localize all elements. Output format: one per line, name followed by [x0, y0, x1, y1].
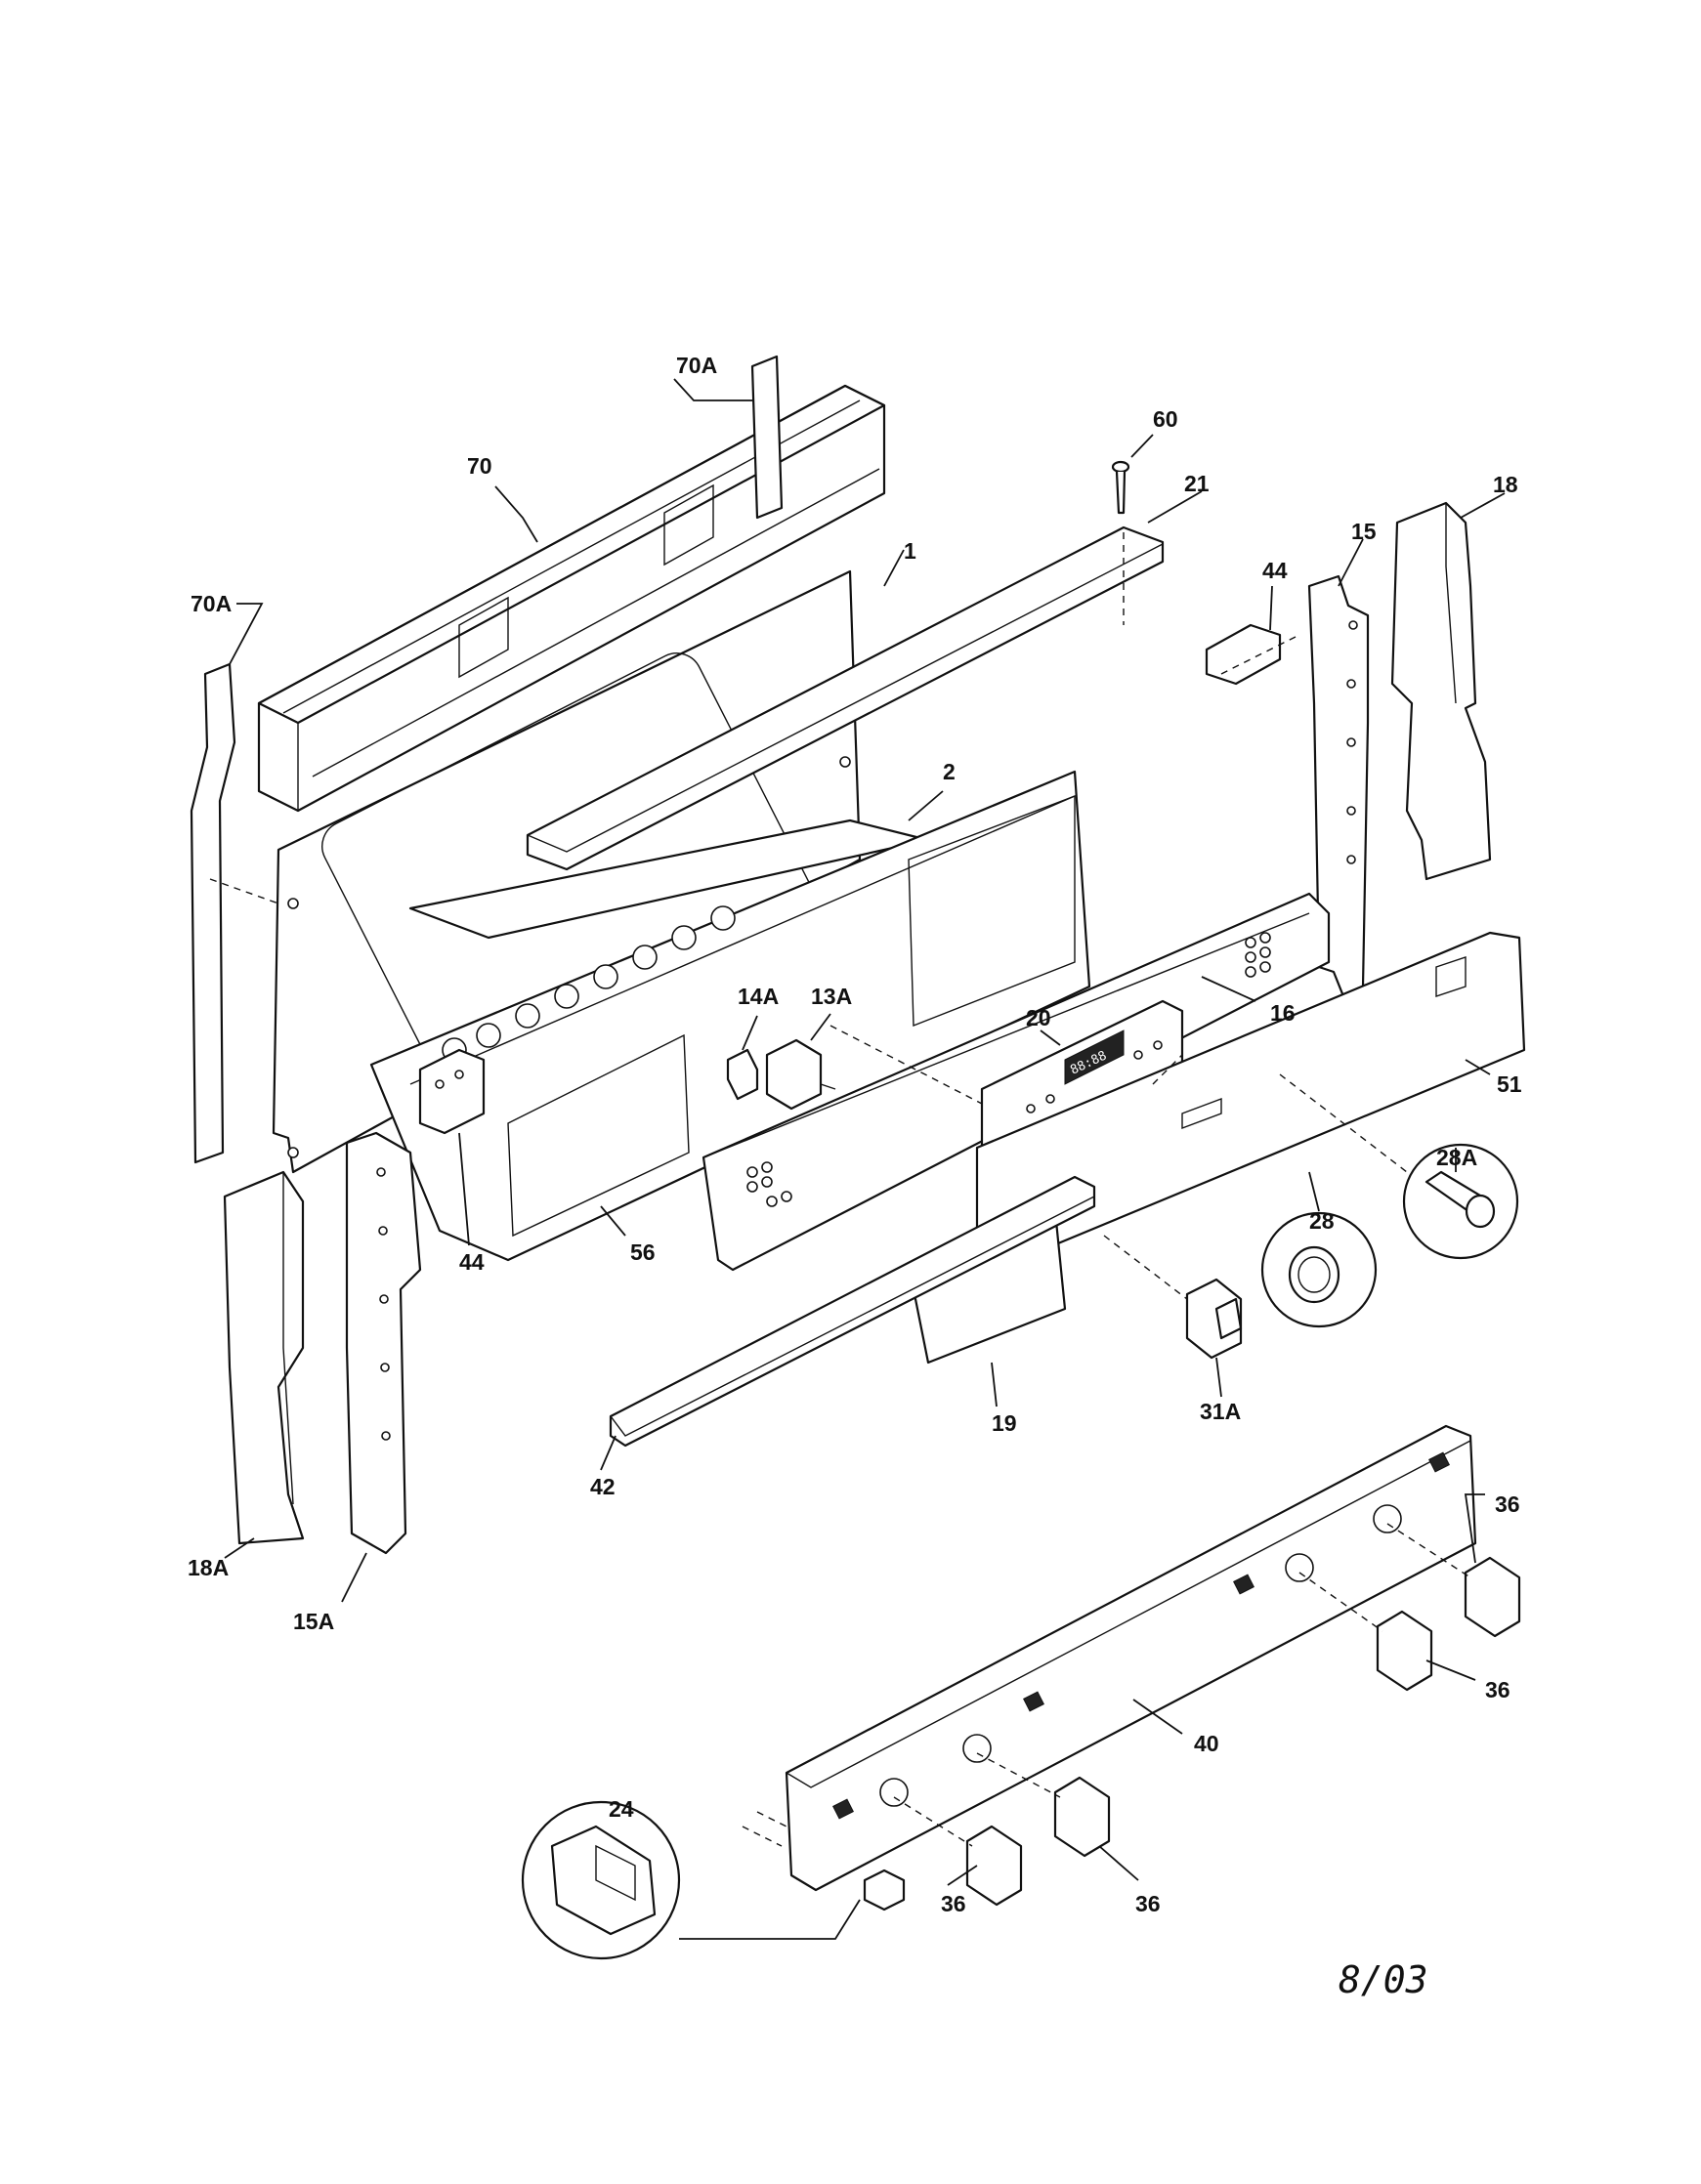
part-44-bracket-top — [1205, 623, 1300, 686]
label-13A: 13A — [811, 984, 852, 1009]
label-36-a: 36 — [1495, 1491, 1520, 1517]
leader-lines — [224, 378, 1506, 1940]
label-56: 56 — [630, 1239, 656, 1265]
part-15A-side-bracket — [345, 1131, 422, 1555]
label-16: 16 — [1270, 1000, 1296, 1026]
label-36-b: 36 — [1485, 1677, 1510, 1702]
label-60: 60 — [1153, 406, 1178, 432]
label-19: 19 — [992, 1410, 1017, 1436]
part-70A-left-strip — [190, 662, 236, 1164]
part-31A-knob — [1185, 1278, 1243, 1360]
label-18: 18 — [1493, 472, 1518, 497]
label-28: 28 — [1309, 1208, 1335, 1234]
label-70A-left: 70A — [191, 591, 232, 616]
revision-date: 8/03 — [1339, 1958, 1428, 2001]
label-31A: 31A — [1200, 1399, 1241, 1424]
label-24: 24 — [609, 1796, 634, 1822]
label-1: 1 — [904, 538, 916, 564]
label-21: 21 — [1184, 471, 1210, 496]
part-24-switch-detail — [521, 1800, 681, 1960]
label-42: 42 — [590, 1474, 616, 1499]
part-1-back-panel — [272, 569, 862, 1174]
label-15A: 15A — [293, 1609, 334, 1634]
part-70-top-trim — [257, 384, 886, 813]
part-18-end-cap — [1390, 501, 1492, 881]
part-28A-knob-stem-detail — [1402, 1143, 1519, 1260]
part-28-knob-detail — [1260, 1211, 1378, 1328]
part-70A-top-strip — [750, 355, 784, 520]
part-44-bracket-left — [418, 1048, 486, 1135]
label-36-d: 36 — [1135, 1891, 1161, 1916]
label-70: 70 — [467, 453, 492, 479]
part-56-burner-box — [369, 770, 1091, 1262]
label-28A: 28A — [1436, 1145, 1477, 1170]
label-51: 51 — [1497, 1071, 1522, 1097]
part-36-knob-mid-right — [1376, 1610, 1433, 1692]
button-cluster-right — [1245, 932, 1271, 978]
part-14A-switch — [726, 1048, 759, 1101]
label-44-left: 44 — [459, 1249, 485, 1275]
part-36-knob-lower-left — [965, 1825, 1023, 1907]
label-20: 20 — [1026, 1005, 1051, 1030]
label-40: 40 — [1194, 1731, 1219, 1756]
part-21-rail — [526, 525, 1165, 871]
label-36-c: 36 — [941, 1891, 966, 1916]
label-70A-top: 70A — [676, 353, 717, 378]
button-cluster-left — [746, 1161, 792, 1207]
part-18A-end-cap — [223, 1170, 305, 1545]
part-36-knob-upper-right — [1464, 1556, 1521, 1638]
part-13A-switch — [765, 1038, 836, 1111]
callout-labels: 70A 70 60 21 18 15 70A 1 44 2 14A 13A 20… — [188, 353, 1522, 1916]
part-42-trim-rail — [609, 1175, 1096, 1448]
assembly-lines — [209, 878, 1471, 1847]
part-24-switch-small — [863, 1869, 906, 1911]
label-15: 15 — [1351, 519, 1377, 544]
part-36-knob-lower-mid — [1053, 1776, 1111, 1858]
part-40-manifold-panel — [785, 1424, 1477, 1892]
label-44-top: 44 — [1262, 558, 1288, 583]
part-60-screw — [1111, 460, 1130, 515]
label-2: 2 — [943, 759, 956, 784]
label-18A: 18A — [188, 1555, 229, 1580]
label-14A: 14A — [738, 984, 779, 1009]
